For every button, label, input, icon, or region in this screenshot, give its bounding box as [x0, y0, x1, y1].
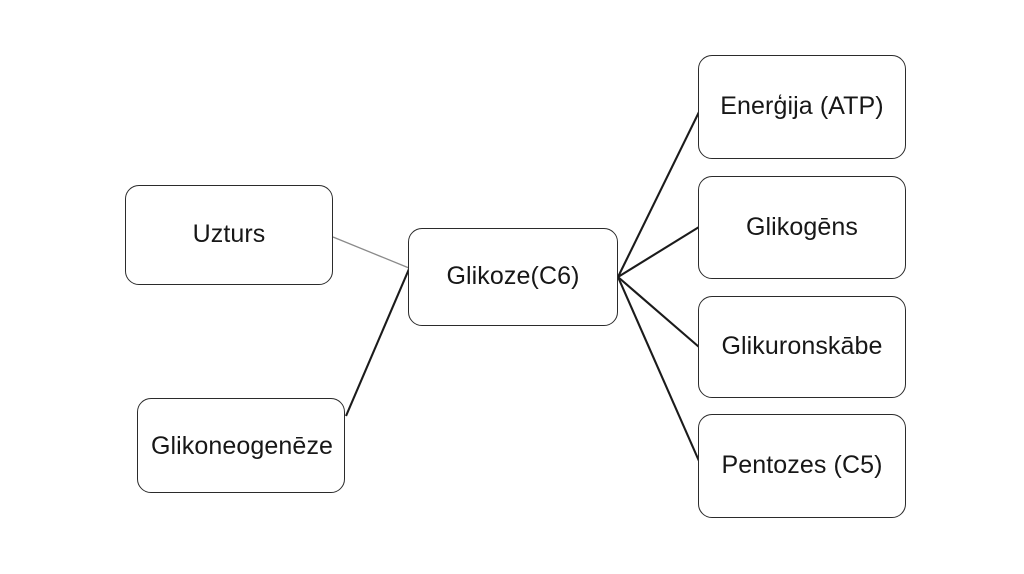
node-pentozes[interactable]: Pentozes (C5)	[698, 414, 906, 518]
connector-uzturs-to-glikoze	[332, 236, 410, 269]
node-uzturs[interactable]: Uzturs	[125, 185, 333, 285]
node-pentozes-label: Pentozes (C5)	[721, 451, 883, 480]
node-glikoneogeneze[interactable]: Glikoneogenēze	[137, 398, 345, 493]
node-glikoneogeneze-label: Glikoneogenēze	[150, 431, 334, 460]
node-glikoze[interactable]: Glikoze(C6)	[408, 228, 618, 326]
node-glikogens-label: Glikogēns	[745, 212, 859, 241]
node-glikoze-label: Glikoze(C6)	[446, 262, 580, 291]
connector-glikoze-to-glikuronskabe	[617, 276, 700, 348]
connector-glikoze-to-pentozes	[617, 276, 700, 462]
node-glikogens[interactable]: Glikogēns	[698, 176, 906, 279]
connector-glikoneogeneze-to-glikoze	[345, 268, 410, 417]
node-glikuronskabe-label: Glikuronskābe	[721, 332, 883, 361]
connector-glikoze-to-glikogens	[617, 226, 700, 278]
node-energija-label: Enerģija (ATP)	[720, 92, 884, 121]
connector-glikoze-to-energija	[617, 111, 700, 278]
node-glikuronskabe[interactable]: Glikuronskābe	[698, 296, 906, 398]
node-uzturs-label: Uzturs	[192, 220, 266, 249]
node-energija[interactable]: Enerģija (ATP)	[698, 55, 906, 159]
